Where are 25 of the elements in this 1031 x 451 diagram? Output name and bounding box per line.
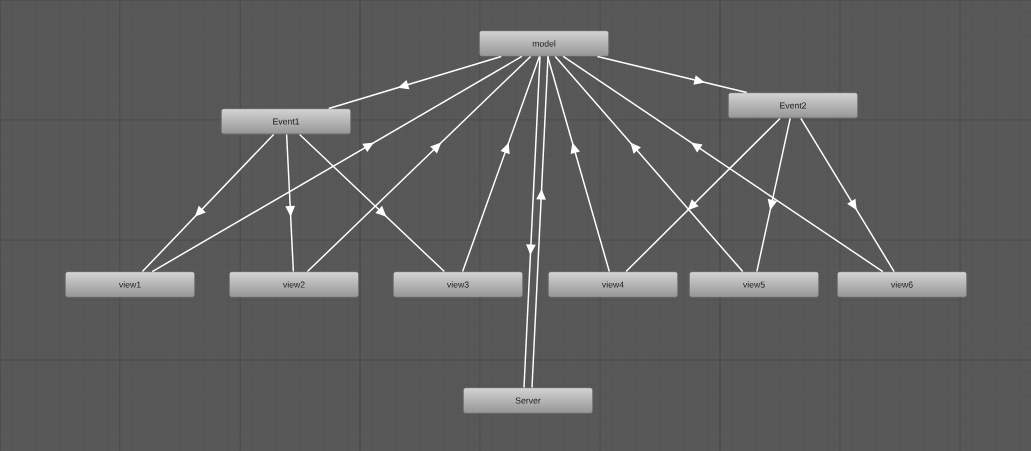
arrow <box>554 55 744 273</box>
arrow <box>531 55 549 389</box>
state-box: Server <box>463 387 593 414</box>
arrow <box>285 133 295 273</box>
state-box: view1 <box>65 271 195 298</box>
state-box: model <box>479 30 609 57</box>
arrow <box>461 55 541 273</box>
arrow <box>298 133 446 273</box>
arrow <box>562 55 884 273</box>
state-box: view6 <box>837 271 967 298</box>
arrow <box>625 117 781 273</box>
state-box: view3 <box>393 271 523 298</box>
arrow <box>328 55 502 110</box>
state-box: Event2 <box>728 92 858 119</box>
arrow <box>800 117 895 273</box>
arrow <box>141 133 275 273</box>
arrow <box>596 55 748 94</box>
state-box: view4 <box>548 271 678 298</box>
state-box: view2 <box>229 271 359 298</box>
arrow <box>523 55 541 389</box>
state-box: view5 <box>689 271 819 298</box>
state-box: Event1 <box>221 108 351 135</box>
arrow <box>306 55 532 273</box>
arrow <box>151 55 523 273</box>
arrow <box>756 117 791 273</box>
